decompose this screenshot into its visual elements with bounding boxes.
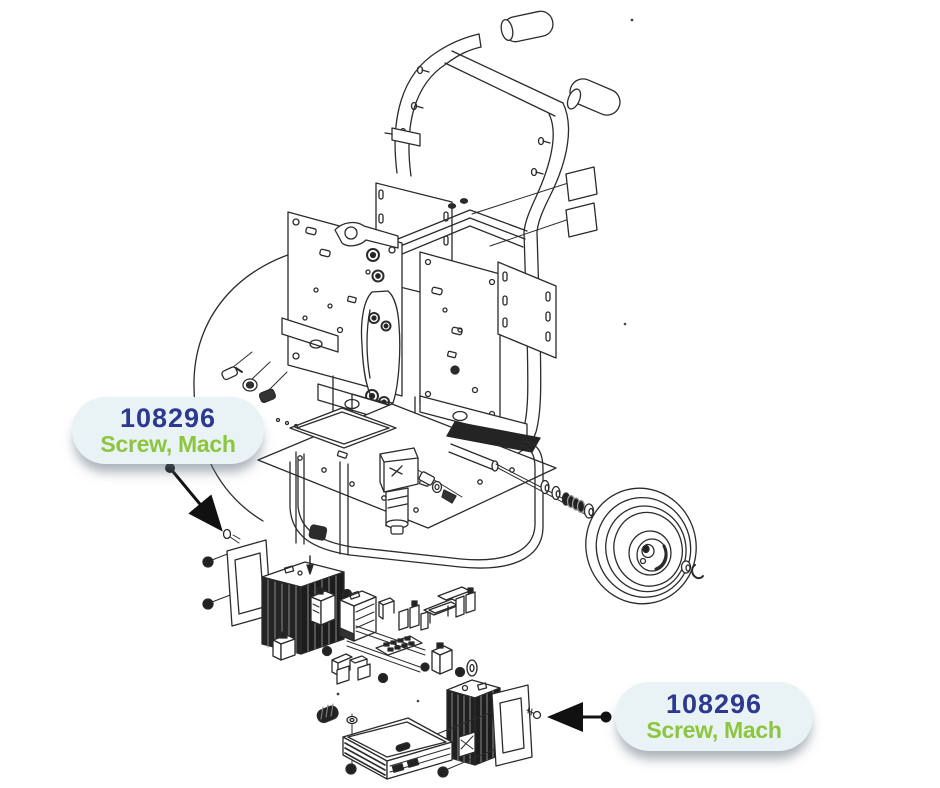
support-rail xyxy=(387,198,528,260)
part-name: Screw, Mach xyxy=(646,717,782,744)
retaining-clip xyxy=(691,564,704,580)
tube-pegs xyxy=(399,65,551,177)
part-number: 108296 xyxy=(119,402,217,433)
relay-pair-right xyxy=(455,587,476,618)
part-name: Screw, Mach xyxy=(100,431,236,458)
callout-arrows xyxy=(165,463,612,732)
bus-rails xyxy=(346,625,426,673)
clamp-brackets xyxy=(331,653,371,685)
pump-bracket xyxy=(360,290,401,408)
part-callout-screw-mach-2[interactable]: 108296 Screw, Mach xyxy=(615,682,813,751)
relay-2 xyxy=(431,642,453,675)
base-frame-loop xyxy=(289,440,544,569)
screw-target-2 xyxy=(526,706,542,720)
axle-spring xyxy=(561,492,586,514)
part-callout-screw-mach-1[interactable]: 108296 Screw, Mach xyxy=(72,397,264,464)
handle-assembly xyxy=(384,10,621,459)
relay-1 xyxy=(310,587,336,626)
leader-arrow-bottom xyxy=(547,702,612,732)
wheel-assembly xyxy=(448,443,704,605)
part-number: 108296 xyxy=(665,688,763,719)
gasket-frame-1 xyxy=(202,539,283,627)
skirt-strips xyxy=(281,317,528,441)
leader-arrow-top xyxy=(165,463,223,532)
electronics-exploded xyxy=(202,528,542,780)
power-box xyxy=(316,703,453,780)
cover-outline-curve xyxy=(193,247,313,522)
screw-target-1 xyxy=(222,528,241,544)
contactor xyxy=(339,590,377,642)
flag-brackets xyxy=(471,166,598,247)
wheel-hub xyxy=(628,530,672,576)
exploded-fittings xyxy=(221,351,288,404)
flat-mount-panel xyxy=(497,261,557,359)
filter-assembly xyxy=(379,447,463,535)
transformer-block-1 xyxy=(261,555,353,655)
small-brackets xyxy=(378,597,429,631)
print-specks xyxy=(336,18,634,703)
small-block xyxy=(272,631,296,661)
handle-bracket xyxy=(391,127,421,147)
small-bracket-x xyxy=(458,731,476,758)
